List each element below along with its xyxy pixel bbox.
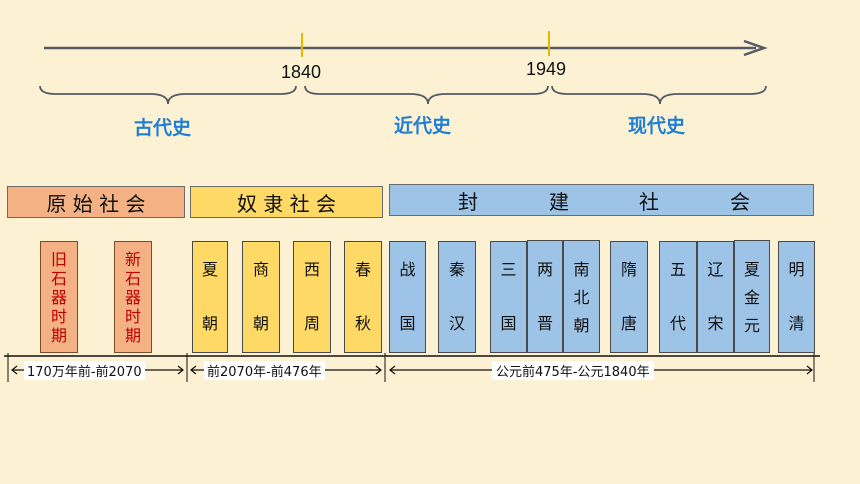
timeline-arrowhead bbox=[743, 39, 768, 57]
card-shang: 商 朝 bbox=[242, 241, 280, 353]
era-contemporary: 现代史 bbox=[628, 115, 686, 137]
card-ming-qing-bottom: 清 bbox=[788, 314, 805, 333]
range-arrow-1-left bbox=[11, 365, 18, 375]
card-spring-autumn-top: 春 bbox=[354, 260, 371, 279]
band-feudal-char-3: 社 bbox=[639, 189, 659, 214]
card-western-zhou-bottom: 周 bbox=[303, 314, 320, 333]
card-shang-bottom: 朝 bbox=[252, 314, 269, 333]
card-warring-states-top: 战 bbox=[399, 260, 416, 279]
card-xia-top: 夏 bbox=[201, 260, 218, 279]
card-sui-tang-bottom: 唐 bbox=[620, 314, 637, 333]
range-slave: 前2070年-前476年 bbox=[204, 361, 325, 380]
card-paleolithic-c2: 石 bbox=[50, 269, 67, 288]
year-1949: 1949 bbox=[526, 59, 567, 79]
brace-ancient bbox=[39, 85, 297, 105]
card-xia-jin-yuan-mid: 金 bbox=[743, 288, 760, 307]
card-shang-top: 商 bbox=[252, 260, 269, 279]
band-feudal-society: 封 建 社 会 bbox=[389, 184, 814, 216]
year-1840: 1840 bbox=[281, 62, 322, 82]
card-three-kingdoms-top: 三 bbox=[500, 260, 517, 279]
range-arrow-2-right bbox=[375, 365, 382, 375]
card-sui-tang: 隋 唐 bbox=[610, 241, 648, 353]
band-slave-label: 奴 隶 社 会 bbox=[236, 191, 337, 216]
range-arrow-3-right bbox=[806, 365, 813, 375]
card-neolithic-c3: 器 bbox=[124, 288, 141, 307]
card-paleolithic: 旧 石 器 时 期 bbox=[40, 241, 78, 353]
era-modern: 近代史 bbox=[394, 115, 452, 137]
card-neolithic-c4: 时 bbox=[124, 307, 141, 326]
card-liao-song: 辽 宋 bbox=[697, 241, 734, 353]
card-xia-jin-yuan: 夏 金 元 bbox=[734, 240, 770, 353]
range-arrow-3-left bbox=[389, 365, 396, 375]
range-primitive: 170万年前-前2070 bbox=[24, 361, 145, 380]
card-western-zhou-top: 西 bbox=[303, 260, 320, 279]
band-feudal-char-2: 建 bbox=[549, 189, 569, 214]
card-five-dynasties-bottom: 代 bbox=[669, 314, 686, 333]
card-three-kingdoms: 三 国 bbox=[490, 241, 527, 353]
card-xia-jin-yuan-bottom: 元 bbox=[743, 316, 760, 335]
band-primitive-society: 原 始 社 会 bbox=[7, 186, 185, 218]
card-spring-autumn: 春 秋 bbox=[344, 241, 382, 353]
card-southern-northern: 南 北 朝 bbox=[563, 240, 600, 353]
card-five-dynasties: 五 代 bbox=[659, 241, 697, 353]
band-feudal-char-4: 会 bbox=[730, 189, 750, 214]
card-qin-han-top: 秦 bbox=[448, 260, 465, 279]
card-ming-qing: 明 清 bbox=[778, 241, 815, 353]
card-western-zhou: 西 周 bbox=[293, 241, 331, 353]
range-arrow-2-left bbox=[190, 365, 197, 375]
card-southern-northern-top: 南 bbox=[573, 260, 590, 279]
card-paleolithic-c3: 器 bbox=[50, 288, 67, 307]
range-arrow-1-right bbox=[177, 365, 184, 375]
card-paleolithic-c1: 旧 bbox=[50, 250, 67, 269]
card-ming-qing-top: 明 bbox=[788, 260, 805, 279]
card-warring-states: 战 国 bbox=[389, 241, 426, 353]
era-ancient: 古代史 bbox=[134, 117, 192, 139]
card-neolithic-c2: 石 bbox=[124, 269, 141, 288]
card-xia-jin-yuan-top: 夏 bbox=[743, 260, 760, 279]
card-three-kingdoms-bottom: 国 bbox=[500, 314, 517, 333]
card-five-dynasties-top: 五 bbox=[669, 260, 686, 279]
band-slave-society: 奴 隶 社 会 bbox=[190, 186, 383, 218]
card-neolithic: 新 石 器 时 期 bbox=[114, 241, 152, 353]
card-spring-autumn-bottom: 秋 bbox=[354, 314, 371, 333]
range-feudal: 公元前475年-公元1840年 bbox=[492, 361, 654, 380]
card-sui-tang-top: 隋 bbox=[620, 260, 637, 279]
card-warring-states-bottom: 国 bbox=[399, 314, 416, 333]
band-primitive-label: 原 始 社 会 bbox=[46, 191, 146, 216]
card-qin-han-bottom: 汉 bbox=[448, 314, 465, 333]
card-jin-top: 两 bbox=[536, 260, 553, 279]
brace-modern bbox=[304, 85, 549, 105]
card-liao-song-bottom: 宋 bbox=[707, 314, 724, 333]
card-xia-bottom: 朝 bbox=[201, 314, 218, 333]
card-liao-song-top: 辽 bbox=[707, 260, 724, 279]
card-paleolithic-c4: 时 bbox=[50, 307, 67, 326]
card-qin-han: 秦 汉 bbox=[438, 241, 476, 353]
card-jin-bottom: 晋 bbox=[536, 314, 553, 333]
card-neolithic-c1: 新 bbox=[124, 250, 141, 269]
brace-contemporary bbox=[551, 85, 767, 105]
card-xia: 夏 朝 bbox=[192, 241, 228, 353]
card-neolithic-c5: 期 bbox=[124, 326, 141, 345]
card-southern-northern-bottom: 朝 bbox=[573, 316, 590, 335]
card-paleolithic-c5: 期 bbox=[50, 326, 67, 345]
card-jin: 两 晋 bbox=[527, 240, 563, 353]
card-southern-northern-mid: 北 bbox=[573, 288, 590, 307]
timeline-svg bbox=[39, 31, 768, 105]
band-feudal-char-1: 封 bbox=[458, 189, 478, 214]
